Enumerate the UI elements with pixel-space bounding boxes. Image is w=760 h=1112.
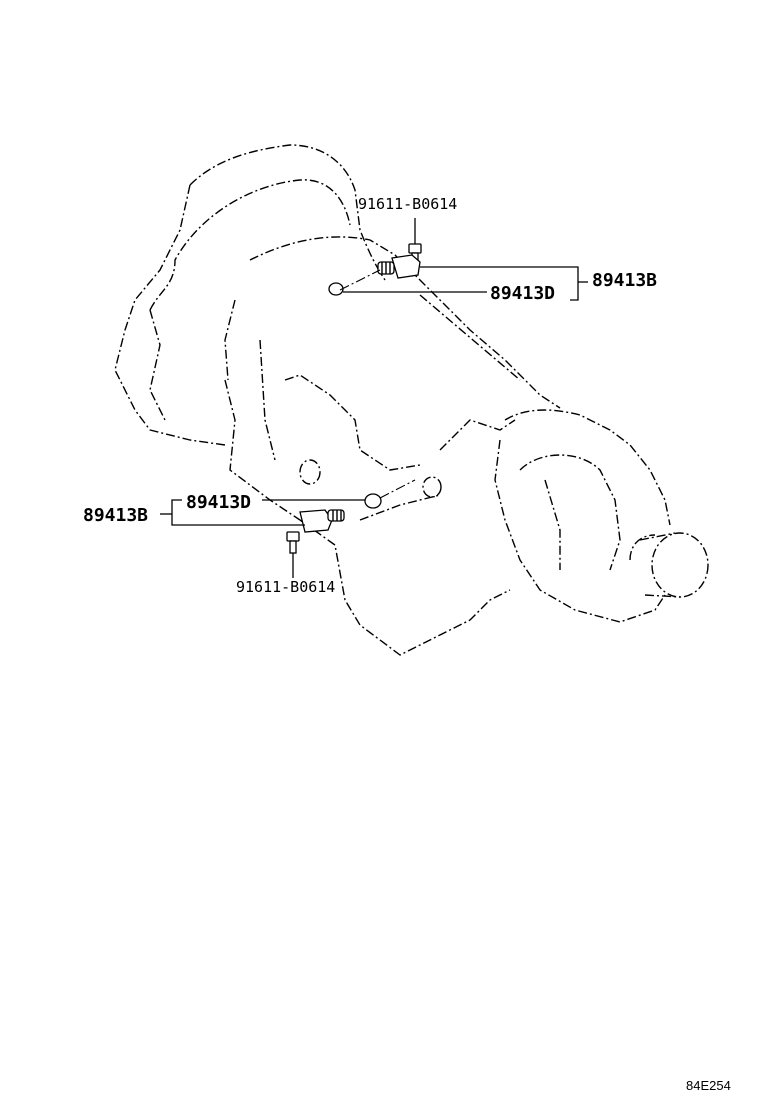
label-bolt-lower: 91611-B0614 <box>236 578 335 596</box>
upper-speed-sensor-assembly <box>328 218 588 301</box>
speed-sensor-upper <box>377 254 421 279</box>
speed-sensor-lower <box>299 509 345 533</box>
lower-speed-sensor-assembly <box>160 479 416 578</box>
label-sensor-lower: 89413B <box>83 505 148 526</box>
o-ring-lower <box>364 493 382 509</box>
label-bolt-upper: 91611-B0614 <box>358 195 457 213</box>
diagram-code: 84E254 <box>686 1078 731 1093</box>
label-ring-lower: 89413D <box>186 492 251 513</box>
bolt-lower <box>286 531 300 578</box>
label-sensor-upper: 89413B <box>592 270 657 291</box>
label-ring-upper: 89413D <box>490 283 555 304</box>
transmission-housing <box>114 144 709 656</box>
